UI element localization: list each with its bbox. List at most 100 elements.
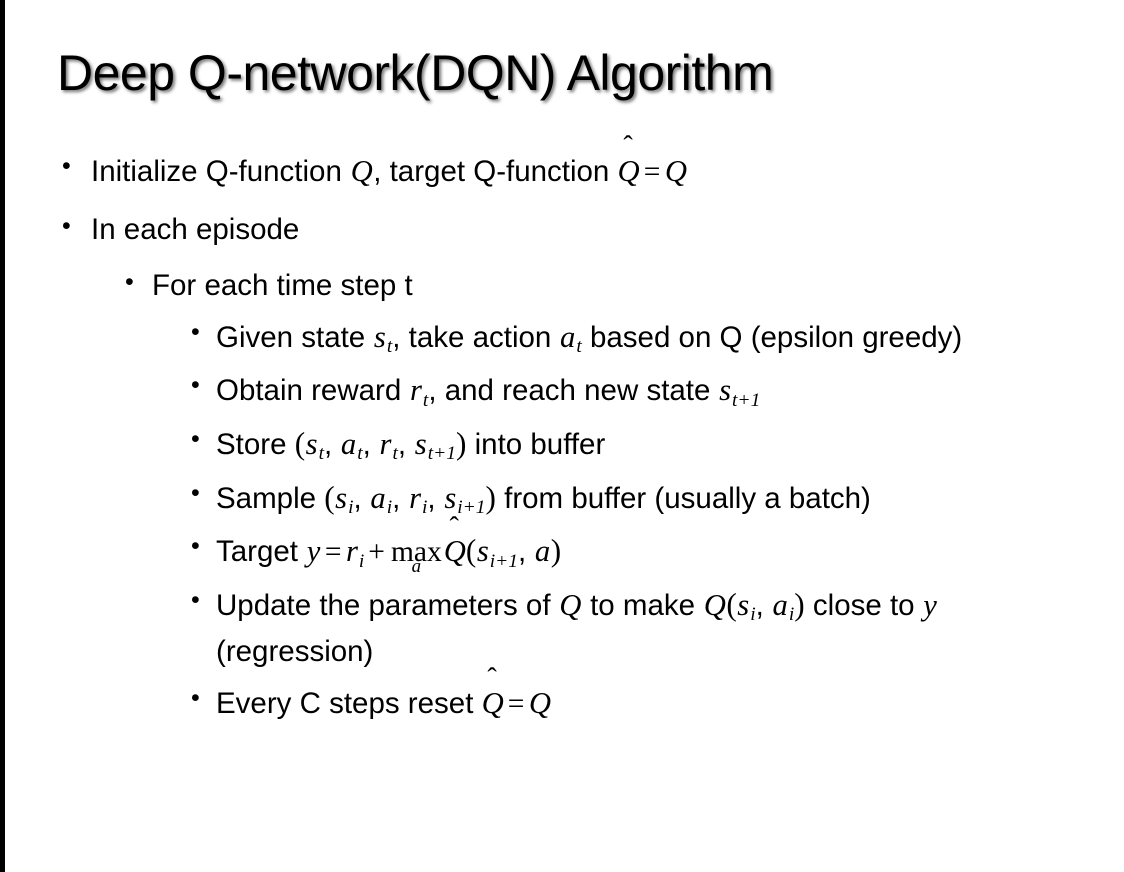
math-paren: ): [456, 426, 467, 462]
bullet-text-run: ,: [755, 588, 773, 622]
math-operator: =: [643, 156, 661, 188]
math-variable: y: [306, 534, 321, 569]
bullet-text-run: close to: [804, 588, 923, 622]
math-variable: s: [414, 427, 427, 462]
bullet-text-run: to make: [581, 588, 704, 622]
bullet-dot-icon: •: [62, 212, 71, 241]
bullet-text-run: ,: [427, 481, 444, 515]
bullet-text-run: ,: [518, 535, 535, 569]
math-variable: a: [560, 319, 576, 354]
bullet-item-obtain-reward: •Obtain reward rt, and reach new state s…: [0, 367, 1124, 415]
bullet-dot-icon: •: [125, 267, 134, 296]
math-variable: a: [340, 427, 357, 462]
bullet-content: Store (st, at, rt, st+1) into buffer: [216, 421, 1124, 469]
bullet-text-run: from buffer (usually a batch): [495, 481, 871, 515]
math-paren: (: [726, 586, 737, 622]
circumflex-accent-icon: ˆ: [449, 511, 459, 543]
bullet-item-update-parameters: •Update the parameters of Q to make Q(si…: [0, 582, 1124, 674]
math-variable: Q: [350, 154, 373, 188]
math-subscript: i+1: [489, 550, 519, 572]
bullet-item-in-each-episode: • In each episode: [0, 208, 1124, 252]
math-variable: y: [923, 587, 937, 622]
math-variable: s: [335, 480, 348, 515]
bullet-content: Given state st, take action at based on …: [216, 314, 1124, 362]
math-variable: s: [737, 587, 750, 622]
math-variable: a: [772, 587, 788, 622]
math-operator: +: [368, 536, 385, 569]
bullet-content: Sample (si, ai, ri, si+1) from buffer (u…: [216, 475, 1124, 523]
math-paren: (: [324, 479, 335, 515]
math-variable: a: [534, 534, 551, 569]
bullet-text-run: , take action: [392, 320, 560, 354]
math-paren: ): [550, 533, 562, 569]
math-subscript: t: [386, 336, 393, 358]
math-subscript: i: [358, 550, 365, 572]
bullet-text-run: ,: [362, 428, 380, 462]
math-operator: =: [507, 687, 525, 720]
bullet-item-for-each-time-step: • For each time step t: [0, 264, 1124, 308]
math-subscript: t: [422, 389, 429, 411]
bullet-text-run: ,: [353, 481, 370, 515]
slide-left-edge-accent: [0, 0, 5, 872]
math-operator: =: [324, 536, 342, 569]
math-subscript: i: [348, 497, 354, 519]
bullet-item-sample-batch: • Sample (si, ai, ri, si+1) from buffer (…: [0, 475, 1124, 523]
bullet-text-run: , target Q-function: [373, 155, 618, 188]
bullet-text-run: ,: [397, 428, 415, 462]
bullet-text-run: Store: [216, 428, 295, 462]
math-subscript: t: [576, 336, 582, 358]
bullet-item-given-state: •Given state st, take action at based on…: [0, 314, 1124, 362]
bullet-content: Initialize Q-function Q, target Q-functi…: [91, 133, 1124, 194]
math-max-label: max: [390, 536, 442, 569]
bullet-spacer: [0, 194, 1124, 208]
bullet-text-run: Initialize Q-function: [91, 155, 351, 188]
bullet-item-initialize: •Initialize Q-function Q, target Q-funct…: [0, 133, 1124, 194]
math-variable: s: [444, 480, 457, 515]
math-variable: s: [305, 427, 318, 462]
bullet-dot-icon: •: [191, 532, 200, 561]
math-subscript: i: [422, 497, 428, 519]
bullet-content: Update the parameters of Q to make Q(si,…: [216, 582, 1124, 674]
slide-title: Deep Q-network(DQN) Algorithm: [57, 45, 774, 101]
math-subscript: i: [788, 604, 795, 626]
circumflex-accent-icon: ˆ: [487, 663, 497, 695]
math-variable: s: [719, 373, 732, 408]
bullet-text-run: Every C steps reset: [216, 686, 482, 720]
math-subscript: t+1: [427, 443, 456, 465]
math-paren: (: [465, 533, 477, 569]
bullet-text-run: Obtain reward: [216, 374, 410, 408]
bullet-dot-icon: •: [191, 683, 200, 712]
bullet-dot-icon: •: [191, 585, 200, 614]
math-variable: r: [345, 534, 358, 569]
bullet-text-run: based on Q (epsilon greedy): [581, 320, 963, 354]
math-hat-base: Q: [481, 685, 504, 720]
math-variable: Q: [559, 587, 582, 622]
math-subscript: t: [318, 443, 324, 465]
math-variable: s: [476, 534, 489, 569]
math-max-underset: a: [411, 555, 422, 577]
math-paren: (: [294, 426, 306, 462]
circumflex-accent-icon: ˆ: [623, 131, 633, 163]
math-hat-base: Q: [443, 534, 466, 569]
bullet-text-run: Update the parameters of: [216, 588, 559, 622]
bullet-text-run: Given state: [216, 320, 374, 354]
bullet-text-run: into buffer: [466, 428, 606, 462]
bullet-dot-icon: •: [191, 317, 200, 346]
math-subscript: i: [386, 497, 393, 519]
bullet-text-run: In each episode: [91, 213, 300, 247]
bullet-dot-icon: •: [191, 478, 200, 507]
bullet-text-run: (regression): [216, 634, 374, 668]
bullet-text-run: For each time step t: [152, 268, 413, 302]
bullet-text-run: , and reach new state: [428, 374, 719, 408]
math-subscript: i: [750, 604, 756, 626]
bullet-text-run: ,: [392, 481, 409, 515]
math-variable: s: [373, 319, 386, 354]
